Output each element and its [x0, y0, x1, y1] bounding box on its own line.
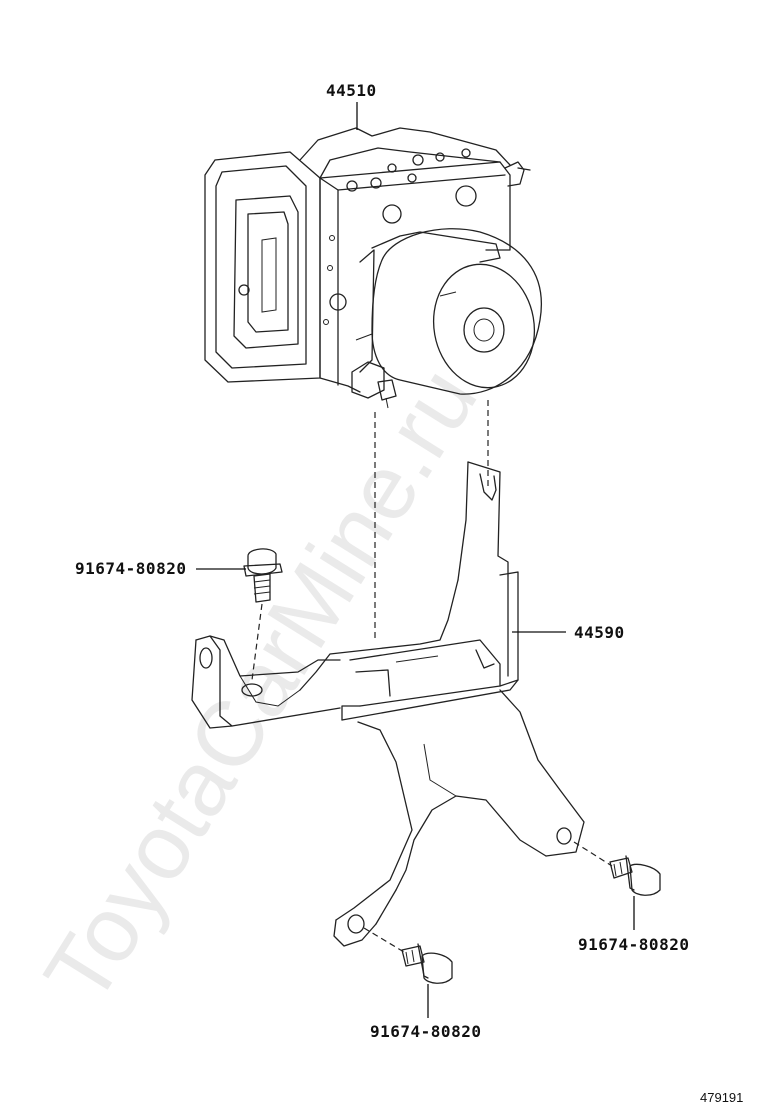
callout-bracket: 44590 — [574, 623, 625, 642]
watermark-text: ToyotaCarMine.ru — [25, 351, 496, 1021]
abs-actuator-icon — [204, 127, 542, 409]
callout-bracket-group: 44590 — [512, 623, 625, 642]
figure-number: 479191 — [700, 1090, 743, 1105]
mounting-bracket-icon — [191, 461, 585, 947]
callout-actuator-group: 44510 — [326, 81, 377, 130]
bolt-axis-upper-left — [251, 603, 263, 681]
callout-actuator: 44510 — [326, 81, 377, 100]
bolt-axis-lower-right — [573, 841, 613, 867]
callout-bolt-lower-center-group: 91674-80820 — [370, 984, 481, 1041]
callout-bolt-upper-left: 91674-80820 — [75, 559, 186, 578]
flange-bolt-icon — [609, 855, 661, 896]
callout-bolt-upper-left-group: 91674-80820 — [75, 559, 246, 578]
flange-bolt-icon — [401, 943, 453, 984]
bolt-axis-lower-center — [363, 927, 405, 953]
callout-bolt-lower-center: 91674-80820 — [370, 1022, 481, 1041]
callout-bolt-lower-right-group: 91674-80820 — [578, 896, 689, 954]
callout-bolt-lower-right: 91674-80820 — [578, 935, 689, 954]
flange-bolt-icon — [243, 548, 283, 603]
